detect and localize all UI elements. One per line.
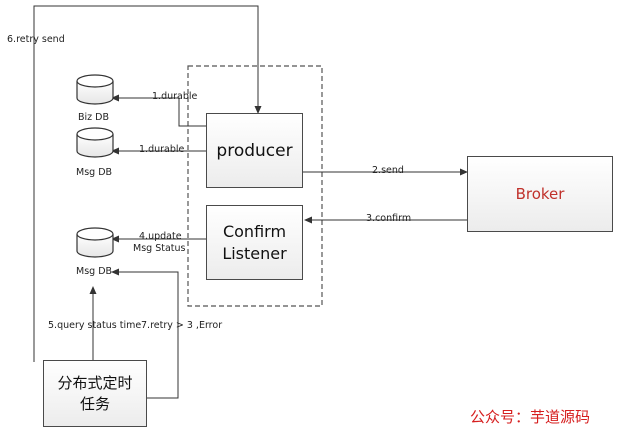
edge-retry-send	[33, 5, 262, 362]
send-label: 2.send	[372, 165, 404, 176]
service-boundary	[187, 65, 323, 307]
database-icon	[76, 127, 114, 158]
update-status-label-line2: Msg Status	[133, 243, 186, 254]
update-status-label-line1: 4.update	[139, 231, 182, 242]
scheduler-node: 分布式定时 任务	[43, 360, 147, 427]
edge-retry-error	[111, 268, 179, 399]
msg-db-status-label: Msg DB	[76, 266, 113, 277]
confirm-listener-label-line2: Listener	[222, 243, 287, 263]
retry-send-label: 6.retry send	[7, 34, 65, 45]
biz-db-label: Biz DB	[78, 112, 109, 123]
confirm-label: 3.confirm	[366, 213, 412, 224]
confirm-listener-label-line1: Confirm	[222, 221, 287, 241]
edge-durable-biz	[111, 94, 206, 127]
producer-label: producer	[216, 140, 293, 161]
query-status-label: 5.query status time	[48, 320, 142, 331]
retry-error-label: 7.retry > 3 ,Error	[141, 320, 223, 331]
msg-db-label: Msg DB	[76, 167, 113, 178]
scheduler-label-line2: 任务	[79, 394, 110, 413]
durable-biz-label: 1.durable	[152, 91, 198, 102]
database-icon	[76, 74, 114, 105]
broker-label: Broker	[515, 185, 565, 203]
confirm-listener-node: Confirm Listener	[206, 205, 303, 280]
broker-node: Broker	[467, 156, 613, 232]
watermark-text: 公众号：芋道源码	[470, 408, 591, 426]
database-icon	[76, 227, 114, 258]
durable-msg-label: 1.durable	[139, 144, 185, 155]
scheduler-label-line1: 分布式定时	[57, 373, 133, 392]
producer-node: producer	[206, 113, 303, 188]
